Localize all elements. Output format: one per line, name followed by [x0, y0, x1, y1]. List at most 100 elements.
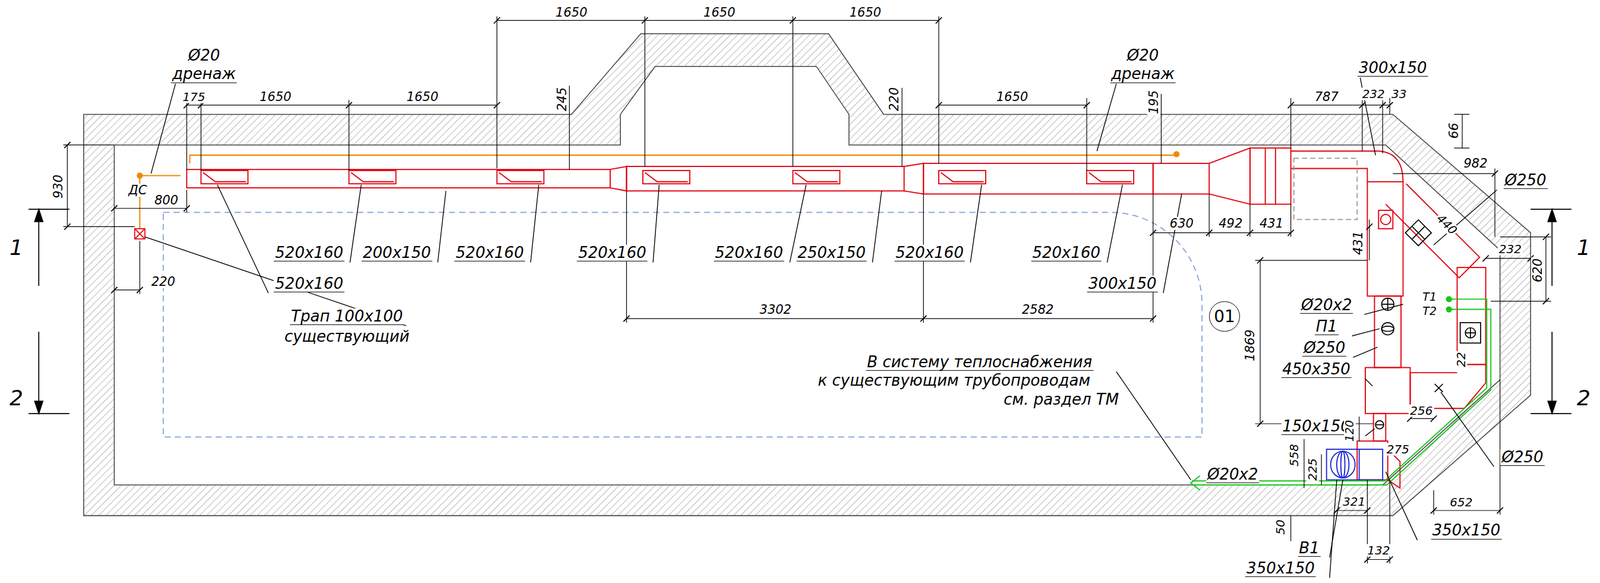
leader-line — [1440, 392, 1494, 467]
dimension-line — [1368, 219, 1370, 261]
dimension-label: 1650 — [405, 90, 440, 104]
dimension-line — [1287, 102, 1294, 109]
dimension-label: 982 — [1462, 156, 1489, 170]
dimension-line — [626, 190, 1154, 323]
supply-duct — [1365, 367, 1411, 413]
leader-line — [349, 184, 362, 263]
drain-pipe — [1173, 150, 1180, 157]
supply-duct — [1153, 163, 1210, 195]
duct-size-label: 150x150 — [1280, 418, 1352, 435]
room-number-circle: 01 — [1209, 301, 1240, 333]
supply-duct — [794, 172, 838, 182]
supply-duct — [1250, 147, 1292, 204]
pipe-name-label: Т2 — [1421, 305, 1438, 318]
dimension-line — [345, 102, 352, 109]
supply-duct — [1378, 210, 1393, 229]
dimension-line — [183, 204, 190, 211]
dimension-line — [569, 85, 1161, 170]
dimension-line — [111, 286, 118, 293]
supply-duct — [923, 163, 1153, 195]
dimension-label: 175 — [181, 90, 207, 104]
duct-size-label: 250x150 — [796, 244, 867, 262]
supply-duct — [938, 170, 986, 184]
leader-line — [1116, 371, 1191, 480]
dimension-line — [1257, 257, 1264, 264]
dimension-line — [1485, 257, 1532, 259]
dimension-line — [1254, 260, 1374, 424]
dimension-line — [1206, 229, 1213, 236]
pipe-size-label: Ø20x2 — [1299, 297, 1353, 314]
dimension-line — [935, 17, 942, 24]
dimension-label: 800 — [153, 193, 180, 207]
supply-duct — [626, 166, 905, 191]
equipment-symbol — [1460, 322, 1481, 343]
supply-duct — [1089, 172, 1132, 182]
dimension-label: 630 — [1168, 216, 1195, 230]
dimension-label: 22 — [1455, 350, 1468, 368]
leader-line — [652, 184, 659, 263]
leader-line — [1329, 479, 1337, 578]
dimension-label: 492 — [1217, 216, 1244, 230]
dimension-line — [496, 16, 939, 169]
equipment-symbol — [1405, 219, 1432, 246]
dimension-line — [1497, 507, 1504, 514]
heating-pipe — [1446, 295, 1453, 302]
leader-line — [217, 184, 269, 293]
dimension-label: 1650 — [995, 90, 1030, 104]
leader-line — [1433, 190, 1497, 246]
equipment-symbol — [1412, 226, 1425, 239]
dimension-label: 1869 — [1243, 327, 1257, 362]
equipment-symbol — [1375, 424, 1384, 426]
pipe-size-label: Ø20 — [187, 48, 222, 65]
drain-pipe — [136, 150, 1180, 229]
dimension-label: 558 — [1287, 442, 1300, 468]
section-mark — [34, 209, 43, 222]
dimension-line — [1359, 102, 1366, 109]
dimension-label: 256 — [1408, 404, 1434, 417]
dimension-label: 132 — [1365, 544, 1391, 557]
room-number: 01 — [1213, 308, 1236, 325]
leader-line — [1096, 83, 1117, 151]
dimension-line — [493, 17, 500, 24]
exhaust-fan — [1326, 449, 1383, 481]
heating-pipe — [1191, 309, 1491, 486]
dimension-line — [1430, 507, 1437, 514]
dimension-line — [1257, 420, 1264, 427]
section-mark — [1547, 209, 1557, 222]
pipe-name-label: дренаж — [1109, 65, 1176, 83]
dimension-line — [1366, 223, 1373, 230]
dimension-line — [1491, 170, 1498, 177]
supply-duct — [1291, 150, 1404, 182]
dimension-line — [920, 315, 927, 322]
section-mark — [1547, 401, 1557, 414]
dimension-line — [1542, 298, 1549, 305]
dimension-line — [1490, 237, 1551, 302]
equipment-symbol — [1381, 326, 1394, 332]
section-number-label: 1 — [1575, 237, 1592, 260]
dimension-label: 120 — [1343, 418, 1356, 443]
heating-pipe — [1191, 298, 1487, 481]
dimension-label: 275 — [1385, 442, 1411, 456]
dimension-line — [1153, 193, 1292, 237]
duct-size-label: 520x160 — [713, 244, 785, 262]
supply-duct — [644, 172, 688, 182]
exhaust-fan — [1336, 450, 1350, 478]
dimension-line — [1482, 255, 1489, 262]
equipment-symbol — [1381, 322, 1394, 336]
duct-size-label: Ø250 — [1503, 172, 1548, 189]
dimension-line — [641, 17, 648, 24]
note-label: существующий — [283, 328, 412, 345]
dimension-label: 431 — [1351, 229, 1365, 257]
dimension-line — [1364, 507, 1371, 514]
pipe-name-label: Т1 — [1421, 291, 1438, 304]
section-mark — [28, 209, 1572, 414]
duct-size-label: 300x150 — [1087, 275, 1158, 292]
dimension-line — [1364, 556, 1371, 563]
dimension-line — [935, 102, 942, 109]
supply-duct — [1209, 147, 1251, 204]
dimension-line — [493, 102, 500, 109]
equipment-symbol — [1434, 383, 1444, 393]
dimension-label: 620 — [1531, 257, 1545, 284]
supply-duct — [200, 170, 248, 184]
supply-duct — [186, 147, 1486, 488]
